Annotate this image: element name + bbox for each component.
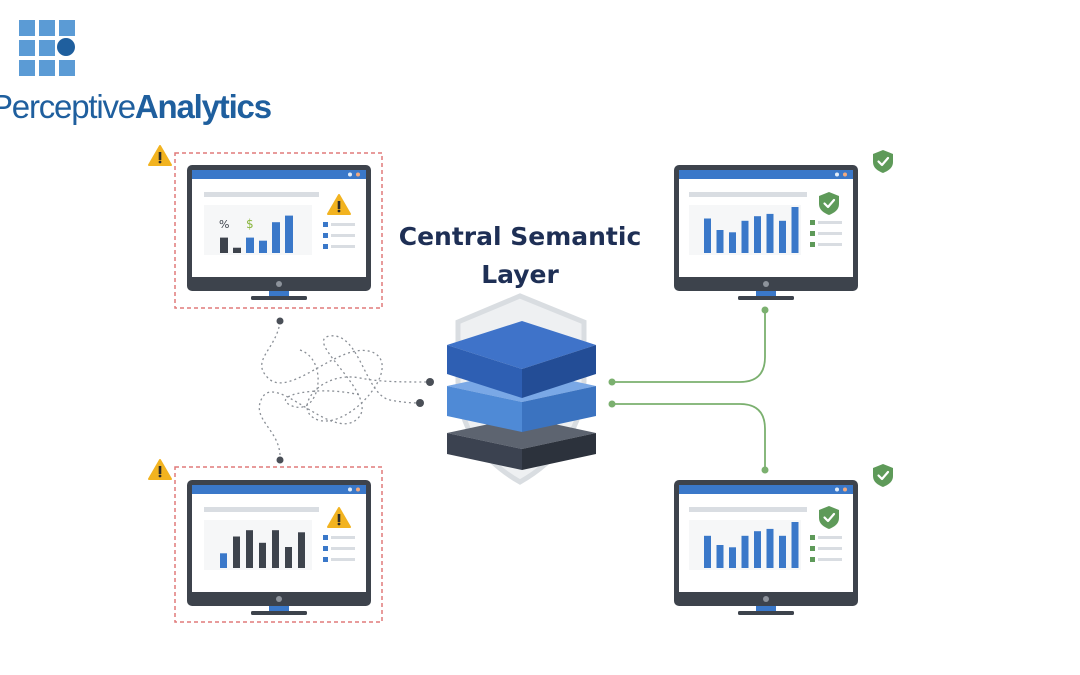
chart-bar (716, 545, 724, 568)
brand-name-light: Perceptive (0, 88, 136, 125)
chart-bar (704, 535, 711, 568)
chart-bar (233, 536, 240, 568)
monitor-right-top (674, 165, 858, 300)
chart-bar (220, 237, 228, 253)
chart-bar (741, 220, 749, 253)
monitor-left-top: % $ (187, 165, 371, 300)
chart-bar (220, 553, 227, 568)
warning-box-bottom (174, 466, 383, 623)
chart-bar (285, 547, 292, 568)
logo-grid-icon (19, 20, 75, 76)
diagram-title: Central Semantic Layer (380, 218, 660, 294)
brand-name-bold: Analytics (134, 88, 272, 125)
warning-triangle-icon (148, 145, 172, 166)
percent-symbol: % (219, 218, 229, 231)
chart-bar (791, 522, 799, 568)
chart-bar (704, 218, 711, 253)
brand-name: PerceptiveAnalytics (0, 88, 272, 125)
monitor-right-bottom (674, 480, 858, 615)
chart-bar (791, 207, 799, 253)
semantic-layer-stack (447, 321, 596, 470)
bar-group (704, 207, 799, 253)
bar-group (704, 522, 799, 568)
chart-bar (766, 528, 774, 568)
tangled-connections (258, 321, 431, 461)
chart-bar (233, 247, 241, 253)
layer-top (447, 321, 596, 398)
title-line-2: Layer (481, 260, 559, 289)
chart-bar (754, 531, 761, 568)
chart-bar (729, 232, 736, 253)
chart-bar (779, 220, 786, 253)
chart-bar (741, 535, 749, 568)
chart-bar (272, 530, 279, 568)
chart-bar (272, 222, 280, 253)
chart-bar (285, 215, 293, 253)
chart-bar (259, 240, 267, 253)
warning-box-top (174, 152, 383, 309)
title-line-1: Central Semantic (398, 222, 642, 251)
check-shield-icon (871, 462, 895, 489)
layer-bottom (447, 417, 596, 470)
chart-bar (246, 237, 254, 253)
chart-bar (246, 530, 253, 568)
bar-group (220, 530, 305, 568)
connector-nodes-left (276, 317, 434, 464)
chart-bar (766, 213, 774, 253)
chart-bar (259, 542, 266, 568)
connector-nodes-right (608, 306, 769, 474)
brand-logo: PerceptiveAnalytics (0, 18, 272, 123)
chart-bar (298, 532, 305, 568)
chart-bar (779, 535, 786, 568)
check-shield-icon (871, 148, 895, 175)
bar-group (220, 215, 293, 253)
warning-triangle-icon (148, 459, 172, 480)
dollar-symbol: $ (246, 217, 254, 231)
clean-connections (612, 310, 766, 470)
chart-bar (754, 216, 761, 253)
monitor-left-bottom (187, 480, 371, 615)
chart-bar (716, 230, 724, 253)
chart-bar (729, 547, 736, 568)
